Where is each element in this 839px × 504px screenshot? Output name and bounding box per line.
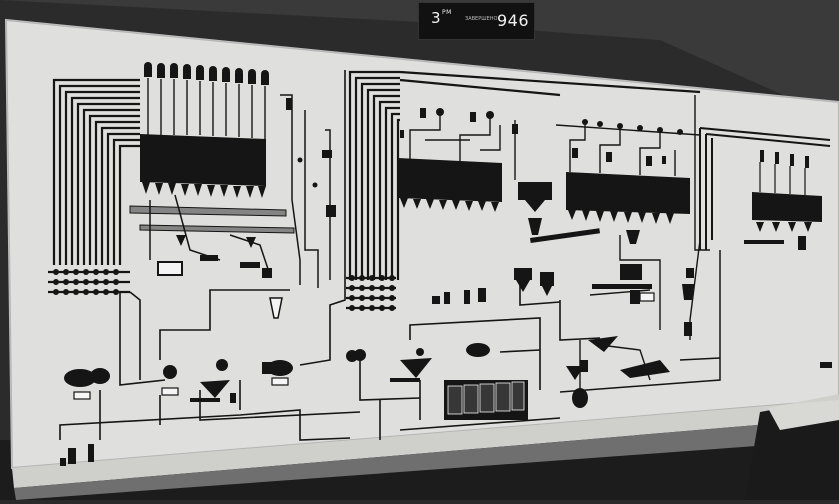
clock-counter: 946 [497, 11, 530, 30]
clock-caption: ЗАВЕРШЕНО [465, 16, 498, 22]
left-white-box [157, 261, 183, 276]
far-right-bin-block [752, 192, 822, 222]
left-silo-row [144, 62, 269, 85]
clock-time-suffix: PM [442, 9, 452, 16]
indicator-boxes [444, 380, 528, 420]
left-bin-block [140, 134, 266, 186]
right-bin-block [566, 172, 690, 214]
clock-time: 3PM [431, 9, 452, 27]
digital-clock-display: 3PM ЗАВЕРШЕНО 946 [418, 2, 535, 40]
left-tank-1 [64, 369, 96, 387]
mimic-panel [4, 18, 839, 470]
middle-bin-block [398, 158, 502, 202]
